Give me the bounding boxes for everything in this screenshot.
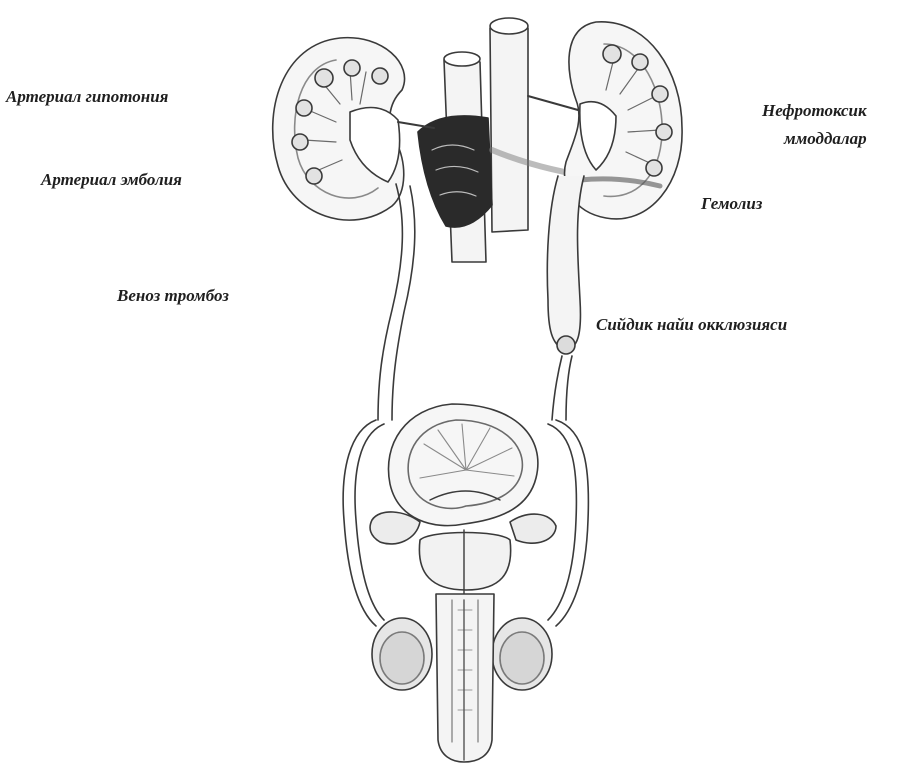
label-venous-thrombosis: Веноз тромбоз bbox=[117, 287, 229, 304]
label-nephrotoxic-line1: Нефротоксик bbox=[762, 97, 867, 125]
label-hemolysis: Гемолиз bbox=[701, 195, 762, 212]
bladder bbox=[388, 404, 537, 526]
label-nephrotoxic-line2: ммоддалар bbox=[762, 125, 867, 153]
label-arterial-embolism: Артериал эмболия bbox=[41, 171, 182, 188]
label-arterial-hypotension: Артериал гипотония bbox=[6, 88, 168, 105]
label-urinary-tract-occlusion: Сийдик найи окклюзияси bbox=[596, 316, 787, 333]
label-nephrotoxic-substances: Нефротоксик ммоддалар bbox=[762, 97, 867, 153]
right-kidney bbox=[528, 22, 682, 219]
left-kidney bbox=[273, 38, 434, 220]
penis bbox=[436, 594, 494, 762]
